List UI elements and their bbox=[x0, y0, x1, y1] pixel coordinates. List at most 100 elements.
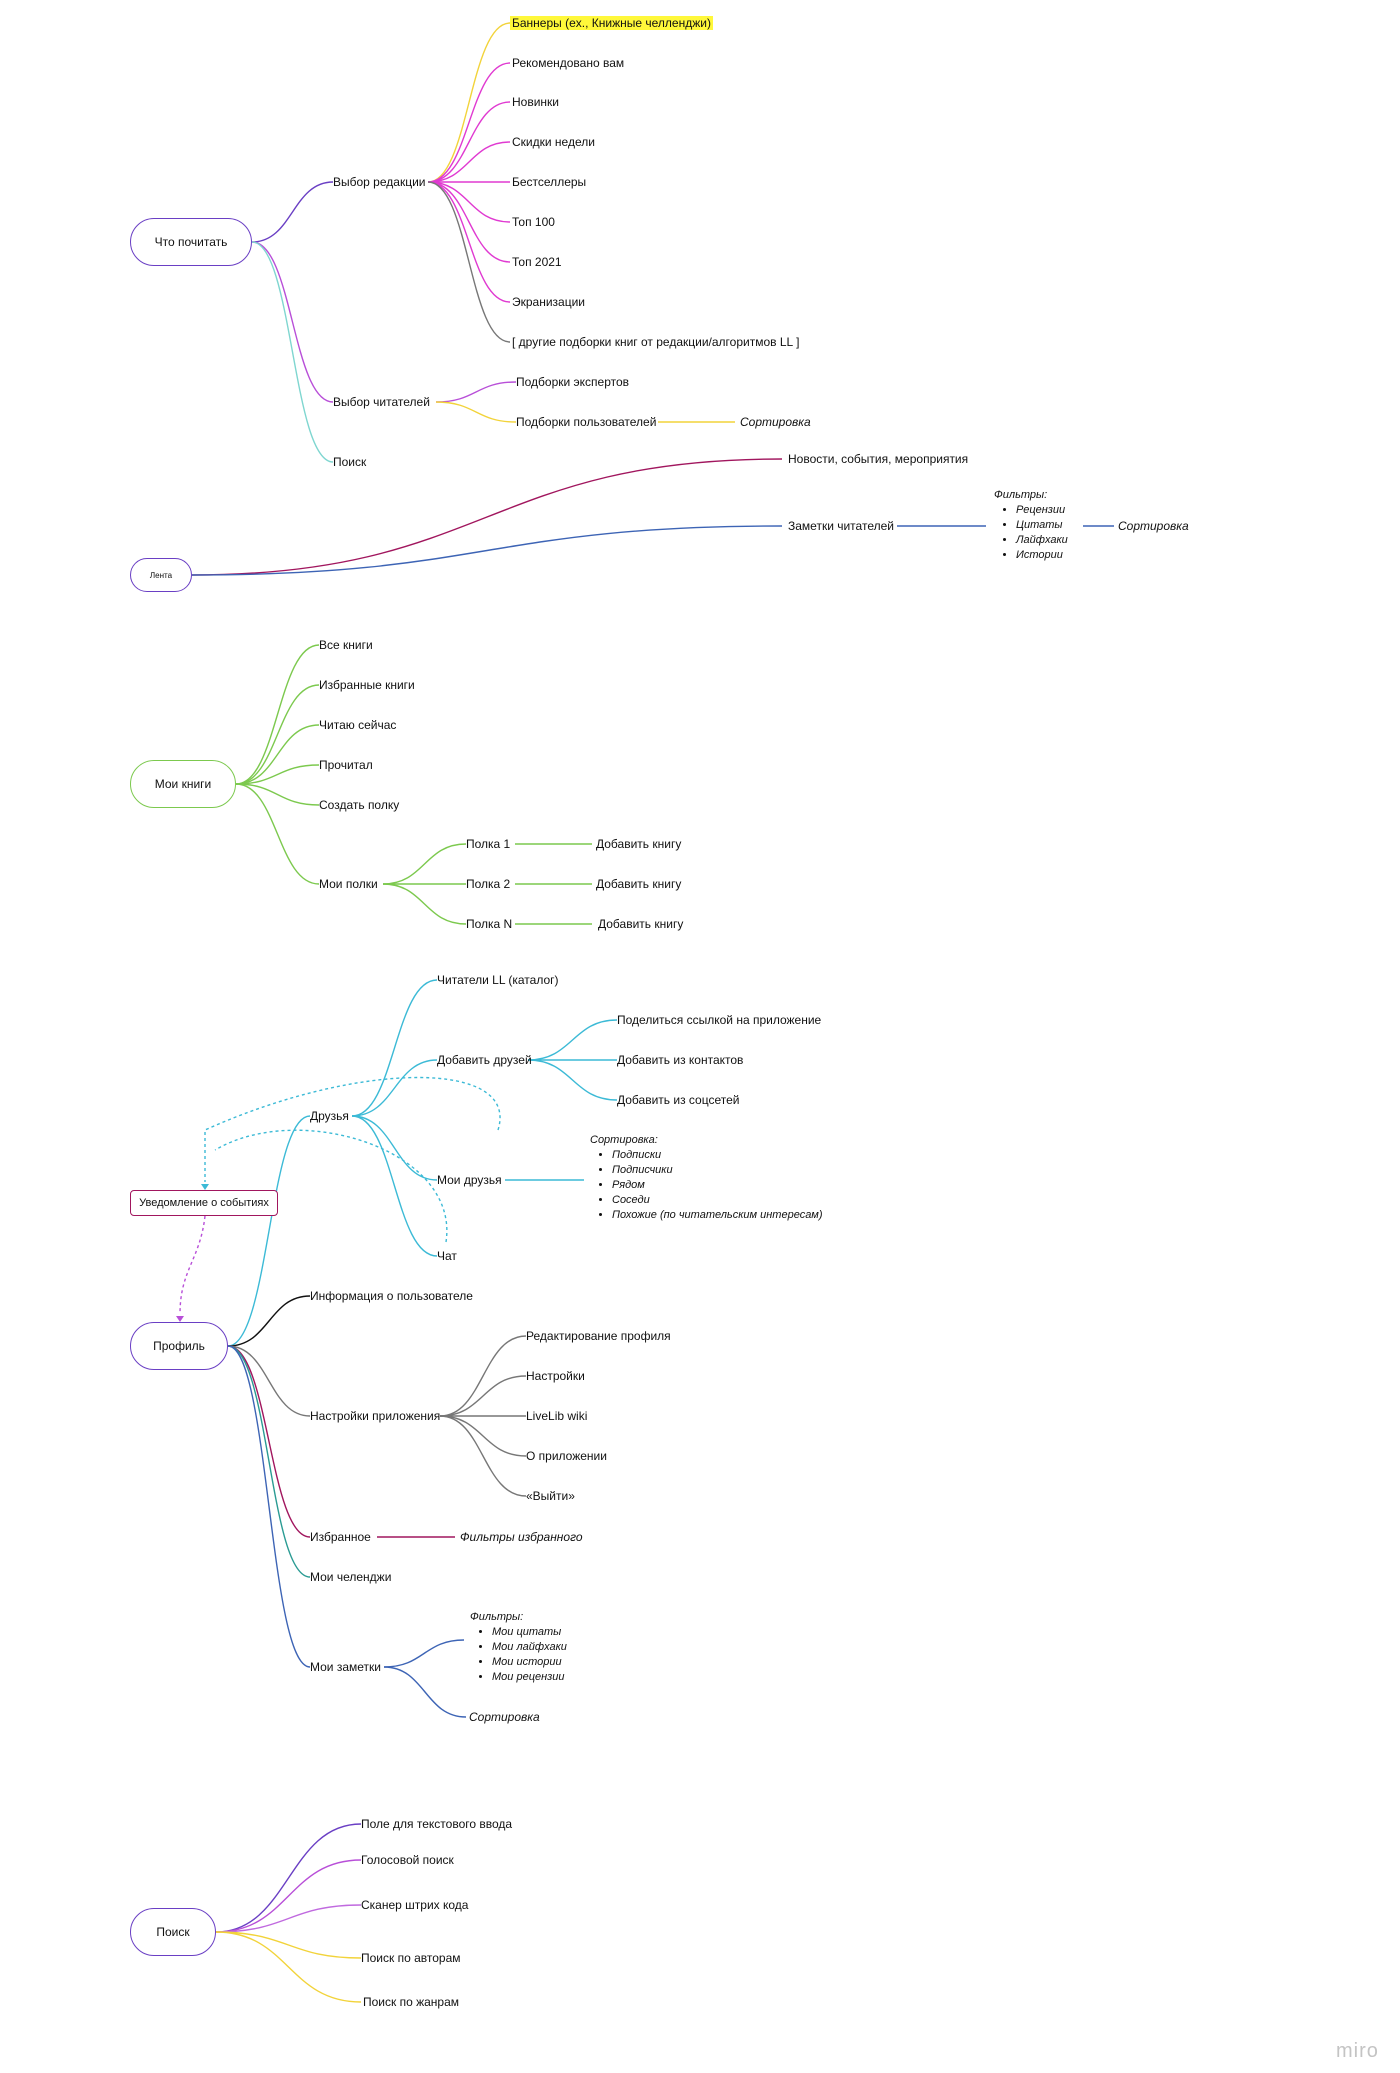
node-favorites-filters[interactable]: Фильтры избранного bbox=[460, 1530, 583, 1544]
node-create-shelf[interactable]: Создать полку bbox=[319, 798, 400, 812]
edge-editors-item-8 bbox=[427, 181, 511, 343]
edge-dashed-notif-profile bbox=[179, 1215, 206, 1315]
node-voice-search[interactable]: Голосовой поиск bbox=[361, 1853, 454, 1867]
node-notes-sort[interactable]: Сортировка bbox=[469, 1710, 540, 1724]
node-add-friends[interactable]: Добавить друзей bbox=[437, 1053, 532, 1067]
root-search[interactable]: Поиск bbox=[130, 1908, 216, 1956]
friends-sort-title: Сортировка: bbox=[590, 1134, 658, 1146]
node-all-books[interactable]: Все книги bbox=[319, 638, 373, 652]
node-chat[interactable]: Чат bbox=[437, 1249, 457, 1263]
node-top2021[interactable]: Топ 2021 bbox=[512, 255, 562, 269]
node-other-collections[interactable]: [ другие подборки книг от редакции/алгор… bbox=[512, 335, 800, 349]
node-banners[interactable]: Баннеры (ex., Книжные челленджи) bbox=[510, 16, 713, 30]
edge-shelves-item-0 bbox=[382, 843, 467, 885]
edge-feed-notes bbox=[191, 525, 783, 576]
notes-filters-block: Фильтры: Мои цитаты Мои лайфхаки Мои ист… bbox=[470, 1610, 567, 1685]
friends-sort-subscribers[interactable]: Подписчики bbox=[612, 1163, 823, 1178]
node-shelf-2-add[interactable]: Добавить книгу bbox=[596, 877, 682, 891]
node-adaptations[interactable]: Экранизации bbox=[512, 295, 586, 309]
edge-editors-item-5 bbox=[427, 181, 511, 223]
arrow-notif-from-friends bbox=[201, 1184, 209, 1190]
node-about-app[interactable]: О приложении bbox=[526, 1449, 607, 1463]
node-top100[interactable]: Топ 100 bbox=[512, 215, 555, 229]
root-what-to-read[interactable]: Что почитать bbox=[130, 218, 252, 266]
root-profile[interactable]: Профиль bbox=[130, 1322, 228, 1370]
node-add-social[interactable]: Добавить из соцсетей bbox=[617, 1093, 740, 1107]
node-shelf-1[interactable]: Полка 1 bbox=[466, 837, 511, 851]
feed-filter-stories[interactable]: Истории bbox=[1016, 548, 1068, 563]
node-reader-notes[interactable]: Заметки читателей bbox=[788, 519, 894, 533]
node-app-settings[interactable]: Настройки приложения bbox=[310, 1409, 441, 1423]
friends-sort-nearby[interactable]: Рядом bbox=[612, 1178, 823, 1193]
edge-settings-item-1 bbox=[439, 1375, 527, 1417]
node-reading-now[interactable]: Читаю сейчас bbox=[319, 718, 397, 732]
node-edit-profile[interactable]: Редактирование профиля bbox=[526, 1329, 671, 1343]
node-my-friends[interactable]: Мои друзья bbox=[437, 1173, 502, 1187]
node-text-input[interactable]: Поле для текстового ввода bbox=[361, 1817, 513, 1831]
node-readers-choice[interactable]: Выбор читателей bbox=[333, 395, 430, 409]
node-new[interactable]: Новинки bbox=[512, 95, 559, 109]
friends-sort-block: Сортировка: Подписки Подписчики Рядом Со… bbox=[590, 1133, 823, 1223]
edge-friends-item-0 bbox=[351, 979, 438, 1117]
root-my-books[interactable]: Мои книги bbox=[130, 760, 236, 808]
friends-sort-similar[interactable]: Похожие (по читательским интересам) bbox=[612, 1208, 823, 1223]
notes-filters-title: Фильтры: bbox=[470, 1611, 524, 1623]
node-author-search[interactable]: Поиск по авторам bbox=[361, 1951, 461, 1965]
edge-mybooks-item-3 bbox=[235, 764, 320, 785]
node-my-challenges[interactable]: Мои челенджи bbox=[310, 1570, 392, 1584]
edge-mybooks-item-2 bbox=[235, 724, 320, 785]
friends-sort-neighbors[interactable]: Соседи bbox=[612, 1193, 823, 1208]
root-feed[interactable]: Лента bbox=[130, 558, 192, 592]
edge-search-item-2 bbox=[215, 1904, 362, 1933]
node-barcode[interactable]: Сканер штрих кода bbox=[361, 1898, 469, 1912]
edge-profile-friends bbox=[227, 1115, 311, 1347]
edge-readers-experts bbox=[435, 381, 517, 403]
edge-dashed-chat-notif bbox=[214, 1129, 448, 1243]
node-settings[interactable]: Настройки bbox=[526, 1369, 585, 1383]
edge-editors-item-3 bbox=[427, 141, 511, 183]
edge-editors-item-2 bbox=[427, 101, 511, 183]
friends-sort-subscriptions[interactable]: Подписки bbox=[612, 1148, 823, 1163]
notes-filter-quotes[interactable]: Мои цитаты bbox=[492, 1625, 567, 1640]
node-logout[interactable]: «Выйти» bbox=[526, 1489, 575, 1503]
edge-search-item-3 bbox=[215, 1931, 362, 1959]
node-news[interactable]: Новости, события, мероприятия bbox=[788, 452, 969, 466]
node-livelib-wiki[interactable]: LiveLib wiki bbox=[526, 1409, 588, 1423]
edge-settings-item-3 bbox=[439, 1415, 527, 1457]
node-feed-sort[interactable]: Сортировка bbox=[1118, 519, 1189, 533]
node-user-collections[interactable]: Подборки пользователей bbox=[516, 415, 657, 429]
node-favorites[interactable]: Избранное bbox=[310, 1530, 371, 1544]
node-genre-search[interactable]: Поиск по жанрам bbox=[363, 1995, 460, 2009]
node-friends[interactable]: Друзья bbox=[310, 1109, 349, 1123]
node-read[interactable]: Прочитал bbox=[319, 758, 373, 772]
node-user-info[interactable]: Информация о пользователе bbox=[310, 1289, 473, 1303]
notes-filter-reviews[interactable]: Мои рецензии bbox=[492, 1670, 567, 1685]
node-shelf-2[interactable]: Полка 2 bbox=[466, 877, 511, 891]
node-recommended[interactable]: Рекомендовано вам bbox=[512, 56, 625, 70]
node-notification[interactable]: Уведомление о событиях bbox=[130, 1190, 278, 1216]
node-shelf-n[interactable]: Полка N bbox=[466, 917, 513, 931]
node-shelf-n-add[interactable]: Добавить книгу bbox=[598, 917, 684, 931]
node-discounts[interactable]: Скидки недели bbox=[512, 135, 595, 149]
node-wtr-search[interactable]: Поиск bbox=[333, 455, 367, 469]
node-share-link[interactable]: Поделиться ссылкой на приложение bbox=[617, 1013, 822, 1027]
edge-dashed-addfriends-notif bbox=[204, 1076, 501, 1182]
node-expert-collections[interactable]: Подборки экспертов bbox=[516, 375, 630, 389]
node-add-contacts[interactable]: Добавить из контактов bbox=[617, 1053, 744, 1067]
feed-filter-reviews[interactable]: Рецензии bbox=[1016, 503, 1068, 518]
node-my-notes[interactable]: Мои заметки bbox=[310, 1660, 381, 1674]
node-my-shelves[interactable]: Мои полки bbox=[319, 877, 378, 891]
notes-filter-stories[interactable]: Мои истории bbox=[492, 1655, 567, 1670]
node-bestsellers[interactable]: Бестселлеры bbox=[512, 175, 587, 189]
notes-filter-lifehacks[interactable]: Мои лайфхаки bbox=[492, 1640, 567, 1655]
edge-settings-item-0 bbox=[439, 1335, 527, 1417]
feed-filter-lifehacks[interactable]: Лайфхаки bbox=[1016, 533, 1068, 548]
node-user-collections-sort[interactable]: Сортировка bbox=[740, 415, 811, 429]
edge-friends-item-2 bbox=[351, 1115, 438, 1181]
node-editors-choice[interactable]: Выбор редакции bbox=[333, 175, 426, 189]
node-fav-books[interactable]: Избранные книги bbox=[319, 678, 415, 692]
edge-mybooks-item-4 bbox=[235, 783, 320, 806]
node-readers-catalog[interactable]: Читатели LL (каталог) bbox=[437, 973, 559, 987]
node-shelf-1-add[interactable]: Добавить книгу bbox=[596, 837, 682, 851]
feed-filter-quotes[interactable]: Цитаты bbox=[1016, 518, 1068, 533]
